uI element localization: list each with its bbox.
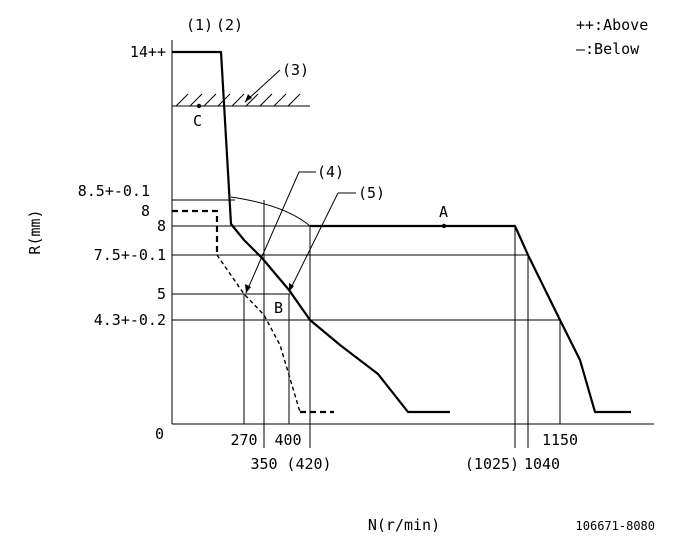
x-tick-350: 350 <box>250 455 277 473</box>
point-c-marker <box>196 103 202 109</box>
callout-5-label: (5) <box>358 184 385 202</box>
y-tick-0: 0 <box>155 425 164 443</box>
x-axis-label: N(r/min) <box>368 516 440 534</box>
point-c-label: C <box>193 112 202 130</box>
callout-1-label: (1) <box>186 16 213 34</box>
y-tick-4-3: 4.3+-0.2 <box>94 311 166 329</box>
stop-hatching <box>175 93 301 107</box>
upper-boundary-arc <box>230 196 311 227</box>
y-tick-7-5: 7.5+-0.1 <box>94 246 166 264</box>
x-tick-1040: 1040 <box>524 455 560 473</box>
callout-4-leader <box>245 171 300 294</box>
callout-3-leader <box>244 69 281 103</box>
high-speed-curve <box>310 224 631 414</box>
x-tick-1150: 1150 <box>542 431 578 449</box>
callout-2-label: (2) <box>216 16 243 34</box>
figure-code: 106671-8080 <box>576 519 655 533</box>
y-tick-5: 5 <box>157 285 166 303</box>
x-tick-270: 270 <box>230 431 257 449</box>
legend-below: —:Below <box>576 40 640 58</box>
callout-5-arrowhead <box>289 283 294 292</box>
y-tick-8-5: 8.5+-0.1 <box>78 182 150 200</box>
x-tick-400: 400 <box>274 431 301 449</box>
x-tick-420: (420) <box>286 455 331 473</box>
y-tick-8-solid: 8 <box>157 217 166 235</box>
y-tick-14: 14++ <box>130 43 166 61</box>
dashed-boundary-upper <box>172 209 219 255</box>
point-b-label: B <box>274 299 283 317</box>
callout-5-leader <box>288 192 339 293</box>
x-tick-1025: (1025) <box>465 455 519 473</box>
point-a-marker <box>441 223 447 229</box>
callout-4-label: (4) <box>317 163 344 181</box>
callout-4-arrowhead <box>245 284 251 293</box>
callout-3-arrowhead <box>245 94 252 102</box>
y-axis-label: R(mm) <box>26 209 44 254</box>
point-a-label: A <box>439 203 448 221</box>
y-tick-8-dashed: 8 <box>141 202 150 220</box>
callout-3-label: (3) <box>282 61 309 79</box>
legend-above: ++:Above <box>576 16 648 34</box>
dashed-boundary-lower <box>216 254 301 413</box>
